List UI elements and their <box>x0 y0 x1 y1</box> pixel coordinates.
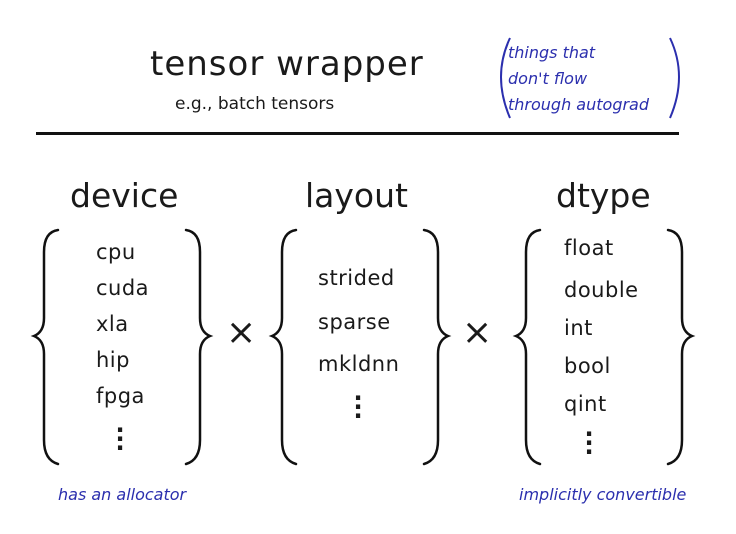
layout-left-brace <box>268 228 298 466</box>
layout-item: strided <box>318 266 395 290</box>
annotation-note: things that don't flow through autograd <box>508 40 649 118</box>
dtype-footnote: implicitly convertible <box>519 485 687 504</box>
device-item: fpga <box>96 384 145 408</box>
device-item: cuda <box>96 276 150 300</box>
layout-more-ellipsis: ··· <box>353 384 363 430</box>
dtype-right-brace <box>666 228 696 466</box>
note-right-paren <box>669 37 680 119</box>
note-left-paren <box>500 37 511 119</box>
device-right-brace <box>184 228 214 466</box>
title: tensor wrapper <box>150 44 424 84</box>
dtype-header: dtype <box>556 176 651 215</box>
divider-line <box>36 132 679 135</box>
device-item: cpu <box>96 240 136 264</box>
note-line: things that <box>508 43 596 62</box>
times-operator: × <box>462 312 493 353</box>
device-footnote: has an allocator <box>58 485 187 504</box>
dtype-item: double <box>564 278 639 302</box>
times-operator: × <box>226 312 257 353</box>
layout-right-brace <box>422 228 452 466</box>
device-left-brace <box>30 228 60 466</box>
subtitle: e.g., batch tensors <box>175 94 335 114</box>
device-more-ellipsis: ··· <box>115 416 125 462</box>
layout-item: mkldnn <box>318 352 400 376</box>
dtype-item: qint <box>564 392 607 416</box>
device-header: device <box>70 176 179 215</box>
layout-header: layout <box>305 176 408 215</box>
dtype-item: float <box>564 236 614 260</box>
note-line: through autograd <box>508 95 650 114</box>
note-line: don't flow <box>508 69 588 88</box>
dtype-left-brace <box>512 228 542 466</box>
dtype-item: bool <box>564 354 611 378</box>
device-item: hip <box>96 348 130 372</box>
dtype-item: int <box>564 316 593 340</box>
layout-item: sparse <box>318 310 391 334</box>
dtype-more-ellipsis: ··· <box>584 420 594 466</box>
device-item: xla <box>96 312 129 336</box>
